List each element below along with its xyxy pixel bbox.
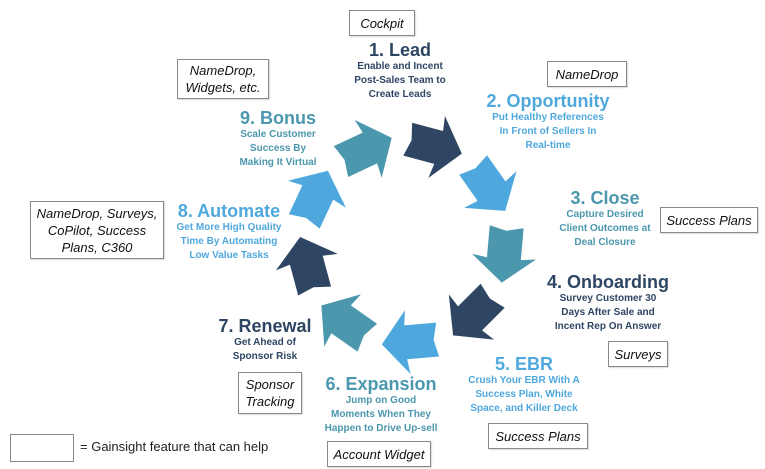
step-desc-line: Create Leads xyxy=(368,89,432,100)
step-opportunity: 2. Opportunity Put Healthy References In… xyxy=(478,91,618,153)
step-desc-line: Enable and Incent xyxy=(357,61,443,72)
step-desc-line: Get Ahead of xyxy=(234,337,296,348)
feature-label: Success Plans xyxy=(666,212,752,228)
step-desc-line: Client Outcomes at xyxy=(559,223,651,234)
step-desc-line: Get More High Quality xyxy=(176,222,282,233)
feature-label: NameDrop xyxy=(555,66,619,82)
step-desc-line: Success Plan, White xyxy=(475,389,573,400)
step-desc-line: Crush Your EBR With A xyxy=(468,375,580,386)
step-desc-line: Time By Automating xyxy=(180,236,278,247)
feature-label: Cockpit xyxy=(360,15,404,31)
step-lead: 1. Lead Enable and Incent Post-Sales Tea… xyxy=(330,40,470,102)
step-title: 8. Automate xyxy=(177,201,281,221)
step-title: 1. Lead xyxy=(368,40,432,60)
step-title: 4. Onboarding xyxy=(546,272,669,292)
feature-label: NameDrop, Surveys, xyxy=(36,205,158,221)
cycle-arrow-3 xyxy=(472,225,536,283)
step-automate: 8. Automate Get More High Quality Time B… xyxy=(168,201,290,263)
cycle-arrow-5 xyxy=(381,310,440,375)
step-desc-line: Making It Virtual xyxy=(239,157,317,168)
step-desc-line: Days After Sale and xyxy=(561,307,655,318)
step-desc-line: Space, and Killer Deck xyxy=(470,403,578,414)
feature-label: Surveys xyxy=(614,346,662,362)
step-desc-line: Incent Rep On Answer xyxy=(554,321,662,332)
step-expansion: 6. Expansion Jump on Good Moments When T… xyxy=(316,374,446,436)
feature-label: Tracking xyxy=(245,394,295,409)
step-title: 6. Expansion xyxy=(325,374,437,394)
step-renewal: 7. Renewal Get Ahead of Sponsor Risk xyxy=(215,316,315,364)
legend-box xyxy=(10,434,74,462)
feature-label: Plans, C360 xyxy=(61,239,133,255)
cycle-arrow-8 xyxy=(287,170,346,229)
feature-label: Success Plans xyxy=(495,428,581,444)
step-title: 5. EBR xyxy=(494,354,554,374)
cycle-arrow-6 xyxy=(321,294,378,352)
cycle-arrow-7 xyxy=(275,236,338,296)
step-desc-line: Happen to Drive Up-sell xyxy=(324,423,438,434)
step-desc-line: Put Healthy References xyxy=(492,112,604,123)
step-title: 7. Renewal xyxy=(218,316,312,336)
step-title: 3. Close xyxy=(570,188,640,208)
feature-label: NameDrop, xyxy=(189,63,257,78)
feature-box-cockpit: Cockpit xyxy=(349,10,415,36)
cycle-arrow-4 xyxy=(448,283,505,340)
step-bonus: 9. Bonus Scale Customer Success By Makin… xyxy=(228,108,328,170)
feature-box-success-plans-2: Success Plans xyxy=(488,423,588,449)
step-desc-line: Scale Customer xyxy=(240,129,316,140)
step-desc-line: Jump on Good xyxy=(345,395,417,406)
feature-label: Sponsor xyxy=(245,377,295,392)
feature-box-namedrop: NameDrop xyxy=(547,61,627,87)
step-desc-line: In Front of Sellers In xyxy=(499,126,597,137)
step-desc-line: Sponsor Risk xyxy=(232,351,298,362)
step-title: 2. Opportunity xyxy=(486,91,610,111)
feature-box-success-plans: Success Plans xyxy=(660,207,758,233)
cycle-arrow-1 xyxy=(403,116,462,178)
feature-box-automate: NameDrop, Surveys, CoPilot, Success Plan… xyxy=(30,201,164,259)
step-desc-line: Survey Customer 30 xyxy=(559,293,657,304)
step-onboarding: 4. Onboarding Survey Customer 30 Days Af… xyxy=(538,272,678,334)
step-ebr: 5. EBR Crush Your EBR With A Success Pla… xyxy=(458,354,590,416)
step-title: 9. Bonus xyxy=(239,108,316,128)
feature-label: Widgets, etc. xyxy=(185,80,261,95)
feature-label: Account Widget xyxy=(333,446,425,462)
step-desc-line: Post-Sales Team to xyxy=(354,75,446,86)
step-desc-line: Real-time xyxy=(525,140,571,151)
cycle-arrow-9 xyxy=(333,119,392,178)
feature-box-sponsor-tracking: Sponsor Tracking xyxy=(238,372,302,414)
feature-box-surveys: Surveys xyxy=(608,341,668,367)
step-desc-line: Deal Closure xyxy=(574,237,636,248)
feature-box-account-widget: Account Widget xyxy=(327,441,431,467)
step-desc-line: Success By xyxy=(249,143,307,154)
feature-label: CoPilot, Success xyxy=(47,222,147,238)
step-close: 3. Close Capture Desired Client Outcomes… xyxy=(555,188,655,250)
legend-text: = Gainsight feature that can help xyxy=(80,439,269,454)
step-desc-line: Capture Desired xyxy=(566,209,644,220)
step-desc-line: Moments When They xyxy=(330,409,431,420)
cycle-arrow-2 xyxy=(459,155,517,211)
step-desc-line: Low Value Tasks xyxy=(189,250,269,261)
feature-box-bonus: NameDrop, Widgets, etc. xyxy=(177,59,269,99)
